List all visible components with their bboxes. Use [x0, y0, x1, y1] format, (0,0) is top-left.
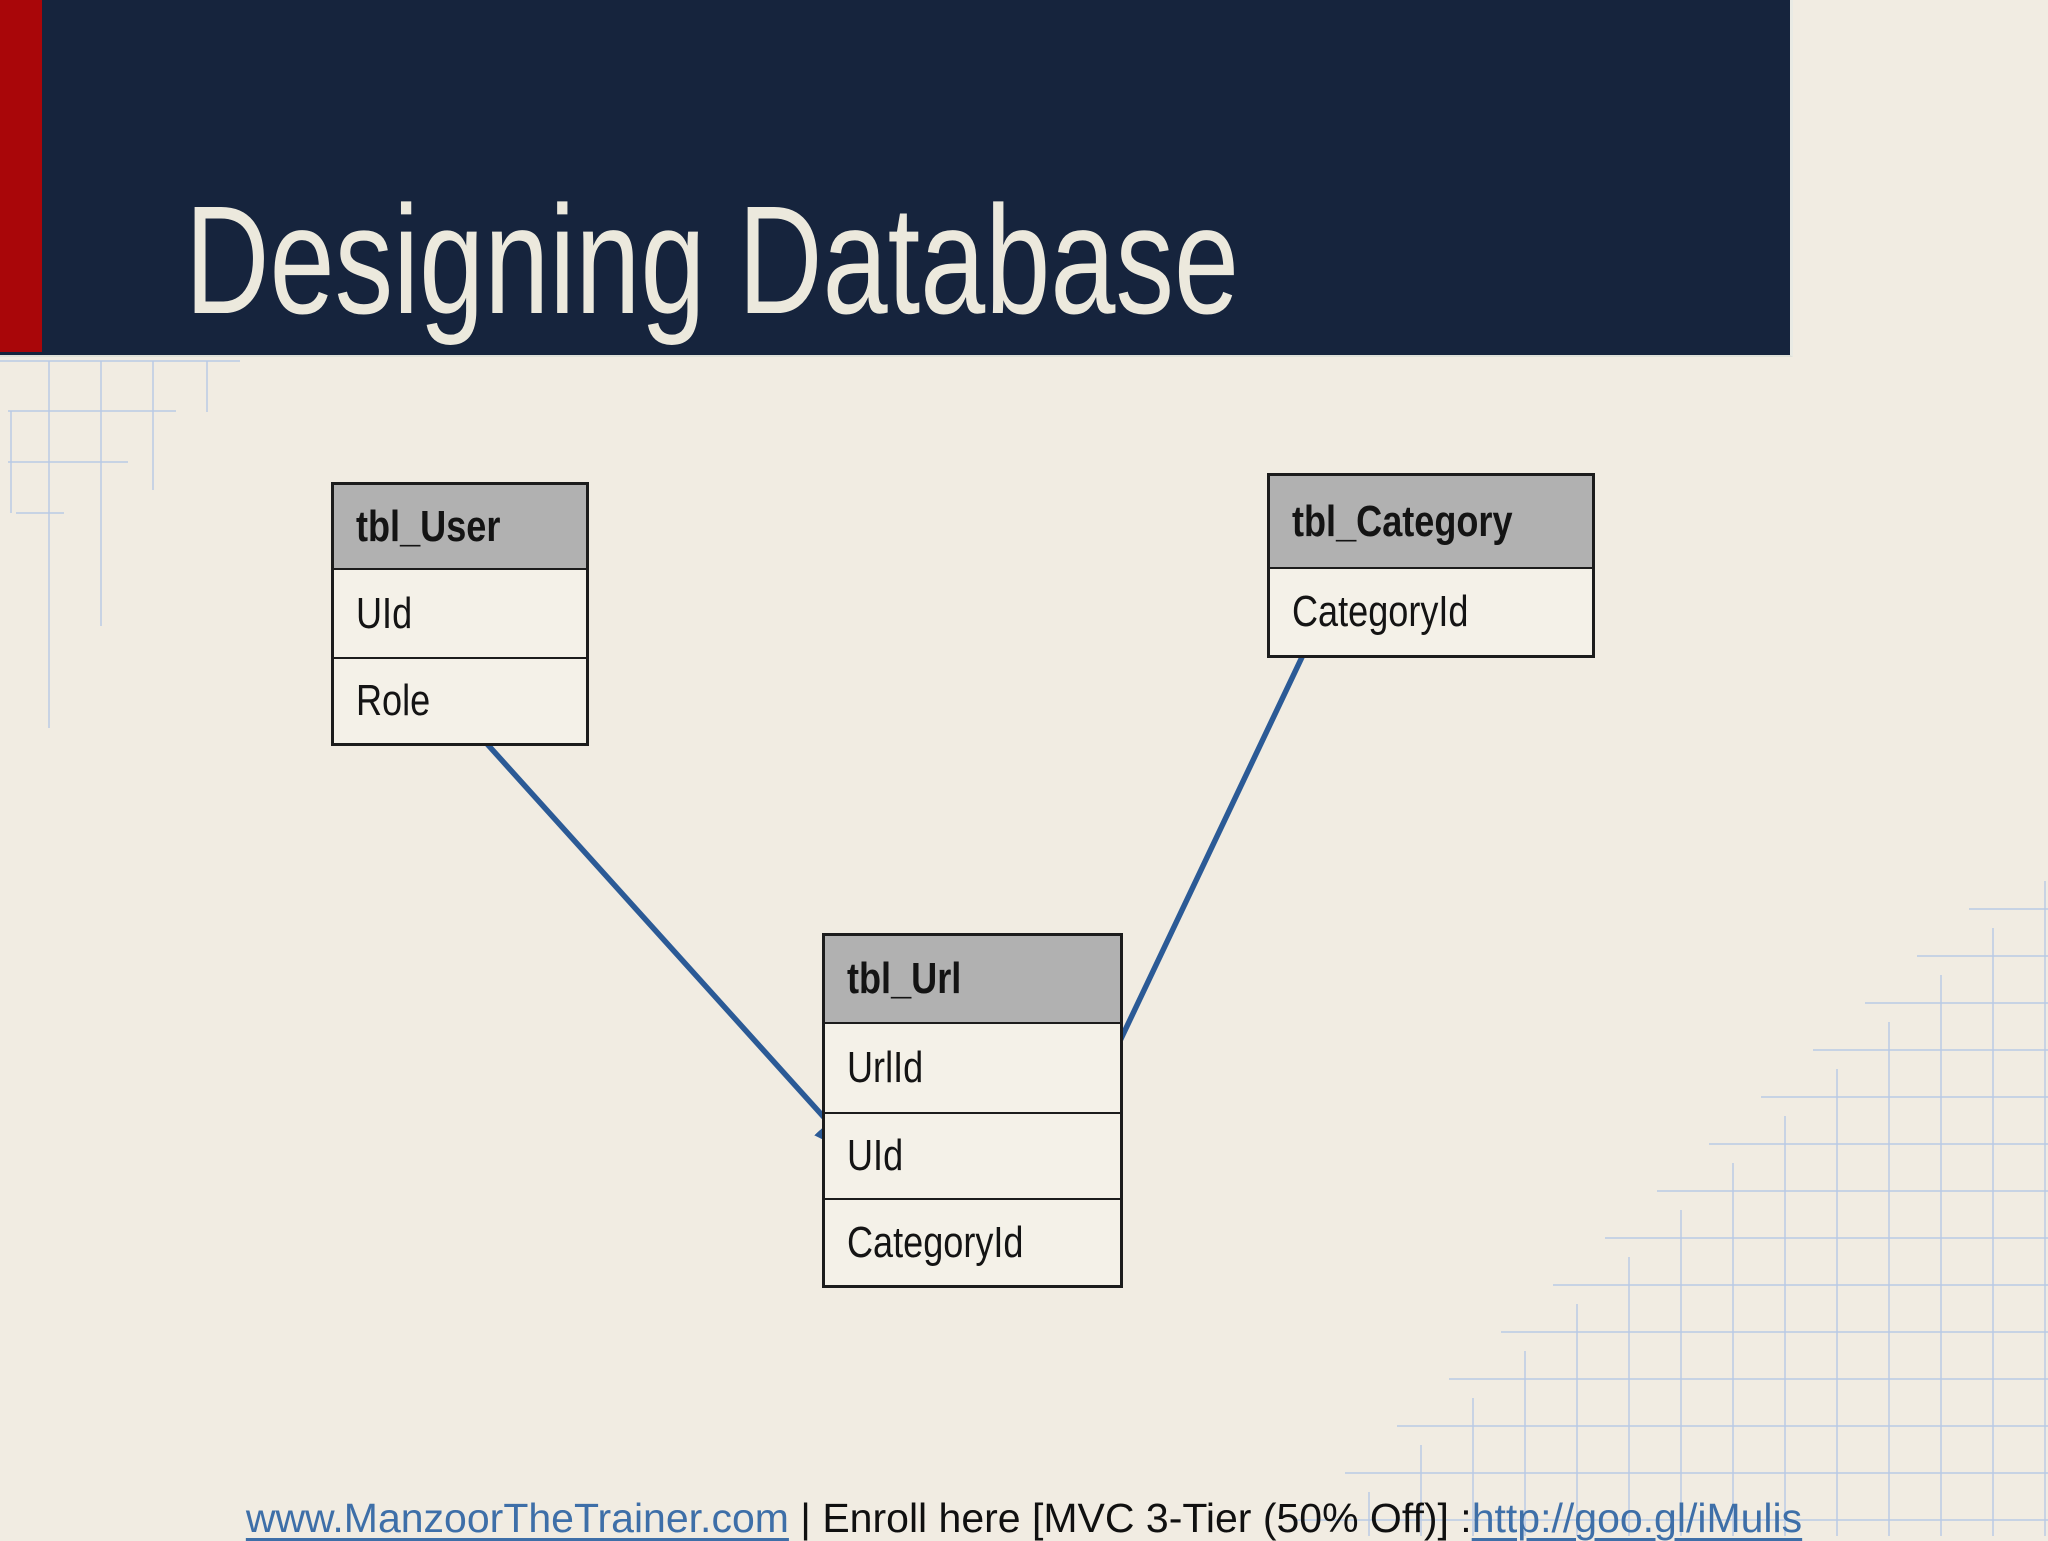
table-field-categoryid: CategoryId [1270, 567, 1592, 655]
table-header-tbl-category: tbl_Category [1270, 476, 1592, 567]
table-header-tbl-user: tbl_User [334, 485, 586, 568]
title-bar: Designing Database [0, 0, 1793, 357]
table-header-tbl-url: tbl_Url [825, 936, 1120, 1022]
footer-website-link[interactable]: www.ManzoorTheTrainer.com [245, 1495, 789, 1541]
footer-enroll-link[interactable]: http://goo.gl/iMulis [1471, 1495, 1803, 1541]
table-tbl-category: tbl_Category CategoryId [1267, 473, 1595, 658]
table-field-role: Role [334, 657, 586, 743]
table-field-uid: UId [334, 568, 586, 657]
table-field-categoryid-fk: CategoryId [825, 1198, 1120, 1285]
table-tbl-user: tbl_User UId Role [331, 482, 589, 746]
red-accent-bar [0, 0, 42, 352]
table-tbl-url: tbl_Url UrlId UId CategoryId [822, 933, 1123, 1288]
table-field-urlid: UrlId [825, 1022, 1120, 1112]
slide-title: Designing Database [185, 174, 1240, 346]
table-field-uid-fk: UId [825, 1112, 1120, 1198]
footer: www.ManzoorTheTrainer.com | Enroll here … [0, 1495, 2048, 1541]
footer-enroll-text: | Enroll here [MVC 3-Tier (50% Off)] : [788, 1495, 1472, 1541]
